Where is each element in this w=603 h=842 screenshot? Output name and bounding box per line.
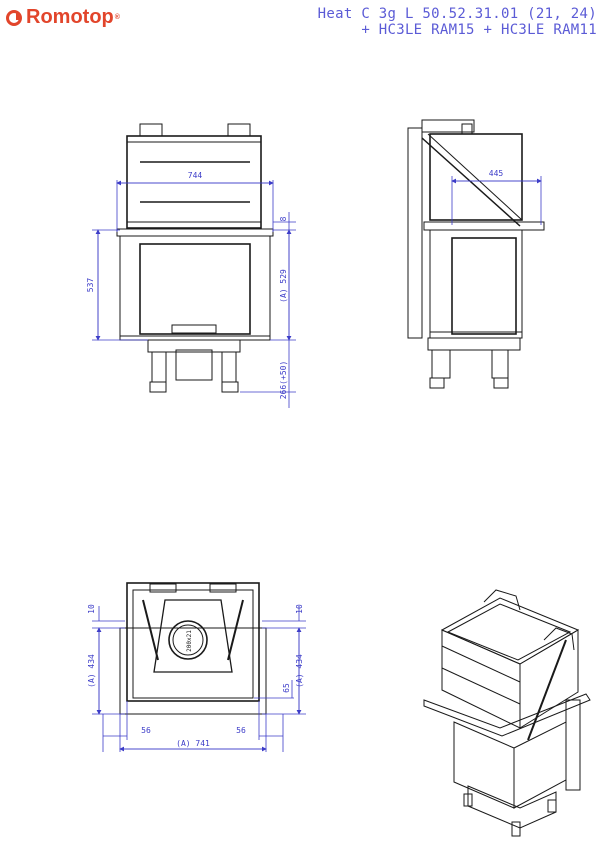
front-ash-box xyxy=(175,349,213,381)
top-left-margin-label: 56 xyxy=(141,726,151,735)
side-foot-right xyxy=(493,377,509,389)
iso-flange xyxy=(423,693,591,737)
iso-firebox-side xyxy=(513,721,567,809)
front-handle-left xyxy=(139,123,163,137)
front-handle-right xyxy=(227,123,251,137)
top-view xyxy=(119,582,267,715)
side-flange xyxy=(423,221,545,231)
front-width-label: 744 xyxy=(188,171,203,180)
side-diagonal-brace xyxy=(421,137,521,227)
logo-text: Romotop xyxy=(26,6,114,28)
title-line-2: + HC3LE RAM15 + HC3LE RAM11 xyxy=(361,22,597,38)
title-line-1: Heat C 3g L 50.52.31.01 (21, 24) xyxy=(317,6,597,22)
front-glass xyxy=(139,243,251,335)
isometric-view xyxy=(423,589,591,837)
top-right-depth-label: (A) 434 xyxy=(295,654,304,688)
front-ash-grate xyxy=(171,324,217,334)
top-left-depth-label: (A) 434 xyxy=(87,654,96,688)
front-firebox-outer xyxy=(119,235,271,341)
front-base-frame xyxy=(147,339,241,353)
side-depth-label: 445 xyxy=(489,169,504,178)
front-height-a-label: (A) 529 xyxy=(279,269,288,303)
side-base xyxy=(427,337,521,351)
top-right-offset-label: 10 xyxy=(295,604,304,614)
iso-foot xyxy=(511,821,521,837)
romotop-logo: Romotop® xyxy=(6,6,120,29)
registered-mark: ® xyxy=(114,14,120,21)
top-flue-outlet xyxy=(168,620,208,660)
side-rear-frame xyxy=(407,127,423,339)
side-upper-box xyxy=(429,133,523,221)
top-total-width-label: (A) 741 xyxy=(176,739,210,748)
top-outer-body xyxy=(126,582,260,702)
top-flue-label: 200x21 xyxy=(186,630,193,652)
side-glass xyxy=(451,237,517,335)
iso-side-face xyxy=(519,629,579,729)
front-foot-right xyxy=(221,381,239,393)
logo-mark-icon xyxy=(6,9,22,26)
top-right-margin-label: 56 xyxy=(236,726,246,735)
side-firebox xyxy=(429,229,523,339)
front-flange xyxy=(116,228,274,237)
side-top-bracket xyxy=(421,119,475,133)
top-left-offset-label: 10 xyxy=(87,604,96,614)
front-dimensions xyxy=(92,180,296,408)
front-view xyxy=(116,123,274,393)
top-dimensions xyxy=(92,606,306,752)
top-frame-plate xyxy=(119,627,267,715)
front-height-total-label: 537 xyxy=(86,278,95,293)
drawing-title: Heat C 3g L 50.52.31.01 (21, 24) + HC3LE… xyxy=(318,6,597,38)
side-view xyxy=(407,119,545,389)
front-top-gap-label: 8 xyxy=(279,216,288,221)
top-inner-body xyxy=(132,589,254,699)
top-inner-depth-label: 65 xyxy=(282,683,291,693)
front-upper-box xyxy=(126,135,262,229)
iso-brace xyxy=(527,639,567,741)
front-foot-left xyxy=(149,381,167,393)
side-foot-left xyxy=(429,377,445,389)
top-flue-housing xyxy=(153,599,233,673)
front-base-label: 266(+50) xyxy=(279,361,288,400)
iso-rear-frame xyxy=(565,699,581,791)
side-dimensions xyxy=(451,176,542,225)
